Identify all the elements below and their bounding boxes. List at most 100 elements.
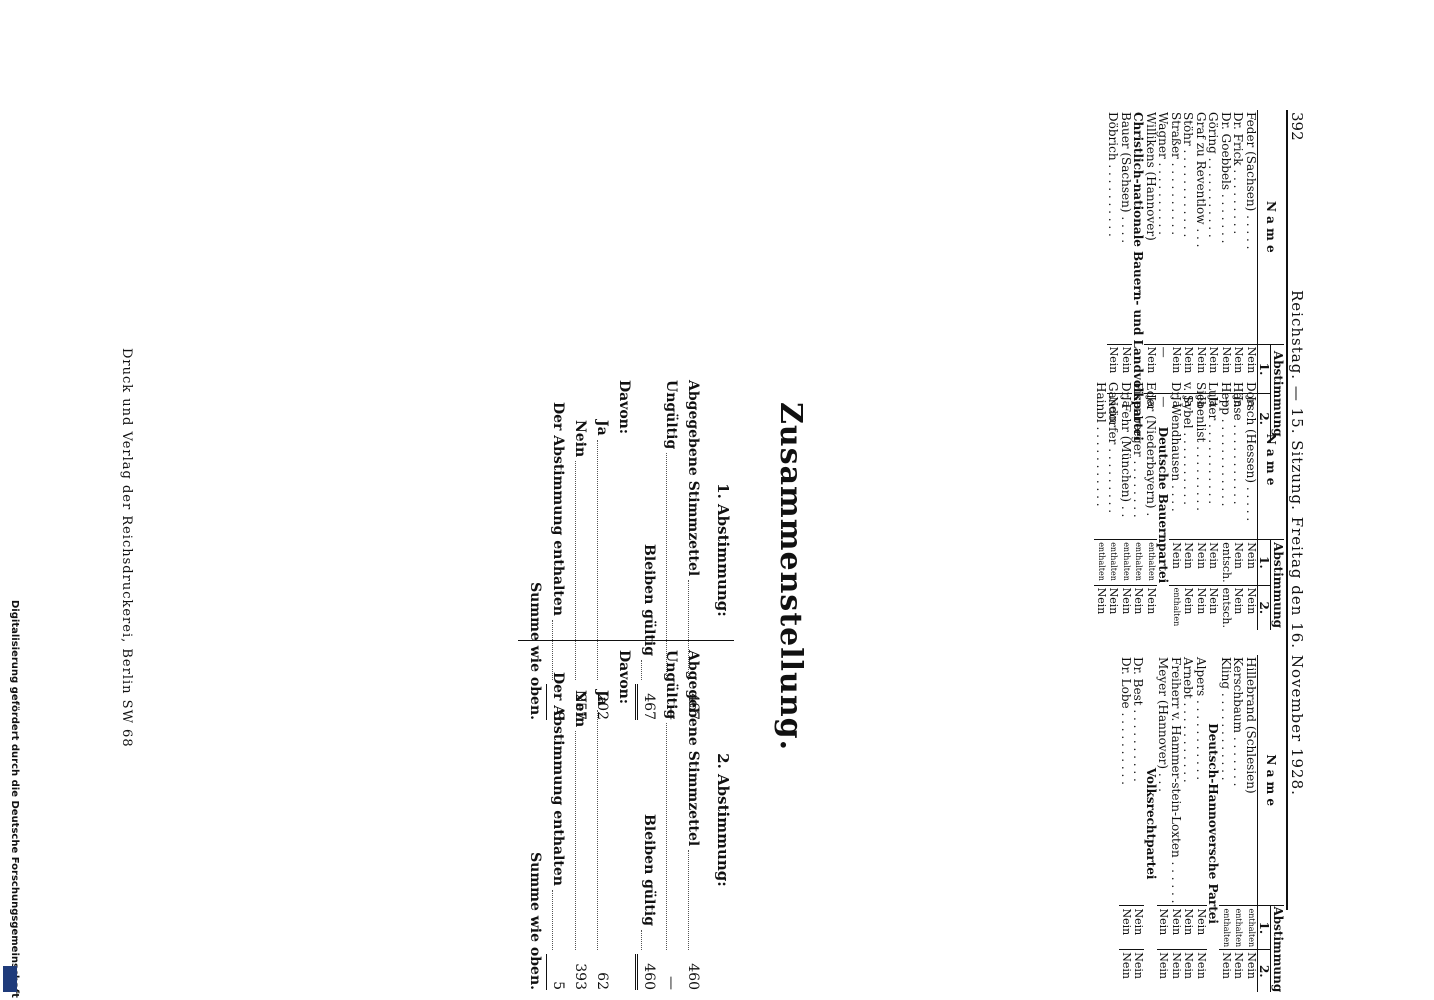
summary-separator xyxy=(518,640,734,641)
vote-1: enthalten xyxy=(1144,539,1157,586)
vote-2: Nein xyxy=(1119,949,1133,993)
value: — xyxy=(663,976,679,990)
member-name: Gandorfer . . . . . . . . . xyxy=(1106,382,1121,514)
member-name: Willikens (Hannover) xyxy=(1144,112,1158,241)
dot-leader xyxy=(666,723,682,950)
vote-2: Nein xyxy=(1132,585,1146,630)
member-name: Dr. Frick . . . . . . . . . xyxy=(1231,112,1246,235)
value: 460 xyxy=(635,954,660,990)
party-heading-row: Deutsche Bauernpartei xyxy=(1157,380,1171,630)
vote-1: Nein xyxy=(1207,539,1221,586)
member-name: Hillebrand (Schlesien) xyxy=(1244,657,1258,794)
dot-leader xyxy=(641,930,660,950)
dot-leader xyxy=(597,709,613,950)
label: Davon: xyxy=(616,380,632,435)
vote-1: enthalten xyxy=(1132,539,1145,586)
vote-2: Nein xyxy=(1244,949,1258,993)
vote-2: Nein xyxy=(1157,949,1171,993)
vote-2: Nein xyxy=(1232,949,1246,993)
vote-2: Nein xyxy=(1119,585,1133,630)
value: 393 xyxy=(572,963,588,990)
credit-text: Digitalisierung gefördert durch die Deut… xyxy=(9,600,20,998)
member-name: Arnebt . . . . . . . . . . . xyxy=(1181,657,1196,783)
header-rule xyxy=(1286,110,1288,910)
member-name: Eder (Niederbayern) . xyxy=(1144,382,1158,517)
summary-heading: 2. Abstimmung: xyxy=(714,753,732,887)
label: Ja xyxy=(594,690,610,706)
vote-1: Nein xyxy=(1119,905,1133,950)
value: 460 xyxy=(685,963,701,990)
printer-footer: Druck und Verlag der Reichsdruckerei, Be… xyxy=(119,348,134,748)
member-name: v. Sybel . . . . . . . . . . xyxy=(1181,382,1196,505)
member-name: Dr. Wendhausen . . . . xyxy=(1169,382,1183,512)
vote-1: Nein xyxy=(1132,905,1146,950)
label: Abgegebene Stimmzettel xyxy=(685,650,701,847)
vote-2: Nein xyxy=(1107,585,1121,630)
summary-row: Davon: xyxy=(613,650,635,990)
member-name: Meyer (Hannover) . . . xyxy=(1156,657,1171,792)
value: 62 xyxy=(594,972,610,990)
label: Abgegebene Stimmzettel xyxy=(685,380,701,577)
col-header-v1: 1. xyxy=(1257,905,1272,950)
summary-vote-2: 2. Abstimmung: Abgegebene Stimmzettel 460… xyxy=(524,650,734,990)
label: Ja xyxy=(594,420,610,436)
vote-2: Nein xyxy=(1132,949,1146,993)
label: Nein xyxy=(572,420,588,458)
vote-1: Nein xyxy=(1244,539,1258,586)
vote-1: Nein xyxy=(1169,539,1183,586)
member-name: Eisenberger . . . . . . . . xyxy=(1131,382,1146,518)
dot-leader xyxy=(552,889,569,950)
party-heading-row: Deutsch-Hannoversche Partei xyxy=(1207,655,1221,992)
summary-row: Ungültig — xyxy=(660,650,682,990)
col-header-name: N a m e xyxy=(1257,110,1284,345)
member-name: Lutter . . . . . . . . . . . xyxy=(1206,382,1221,505)
summary-row: Der Abstimmung enthalten 5 xyxy=(546,650,569,990)
vote-2: Nein xyxy=(1194,585,1208,630)
col-header-v2: 2. xyxy=(1257,585,1272,630)
party-heading: Volksrechtpartei xyxy=(1144,767,1158,880)
label: Davon: xyxy=(616,650,632,705)
vote-table-col2: N a m e Abstimmung 1. 2. Dorsch (Hessen)… xyxy=(1094,380,1285,630)
dot-leader xyxy=(597,439,613,680)
summary-sum: Summe wie oben. xyxy=(527,852,543,990)
col-header-vote: Abstimmung xyxy=(1271,539,1285,630)
label: Ungültig xyxy=(663,380,679,450)
vote-2: entsch. xyxy=(1219,585,1233,630)
vote-1: enthalten xyxy=(1219,905,1232,950)
label: Ungültig xyxy=(663,650,679,720)
member-name: Hainbl . . . . . . . . . . . xyxy=(1094,382,1108,507)
vote-1: Nein xyxy=(1169,905,1183,950)
dot-leader xyxy=(688,850,704,950)
label: Der Abstimmung enthalten xyxy=(550,672,566,886)
vote-2: enthalten xyxy=(1169,585,1182,630)
member-name: Siebenlist . . . . . . . . . xyxy=(1194,382,1208,511)
member-name: Feder (Sachsen) . . . . . xyxy=(1244,112,1258,250)
member-name: Kerschbaum . . . . . . . xyxy=(1231,657,1246,787)
member-name: Dr. Goebbels . . . . . . . xyxy=(1219,112,1233,244)
summary-row: Bleiben gültig 460 xyxy=(635,650,660,990)
label: Bleiben gültig xyxy=(641,814,657,926)
member-name: Wagner . . . . . . . . . . xyxy=(1156,112,1171,235)
member-name: Dorsch (Hessen) . . . . . xyxy=(1244,382,1258,522)
vote-2: Nein xyxy=(1169,949,1183,993)
vote-2: Nein xyxy=(1182,585,1196,630)
vote-2: Nein xyxy=(1207,585,1221,630)
summary-row: Ja 62 xyxy=(591,650,613,990)
vote-1: Nein xyxy=(1182,539,1196,586)
vote-2: Nein xyxy=(1244,585,1258,630)
value: 5 xyxy=(546,954,569,990)
